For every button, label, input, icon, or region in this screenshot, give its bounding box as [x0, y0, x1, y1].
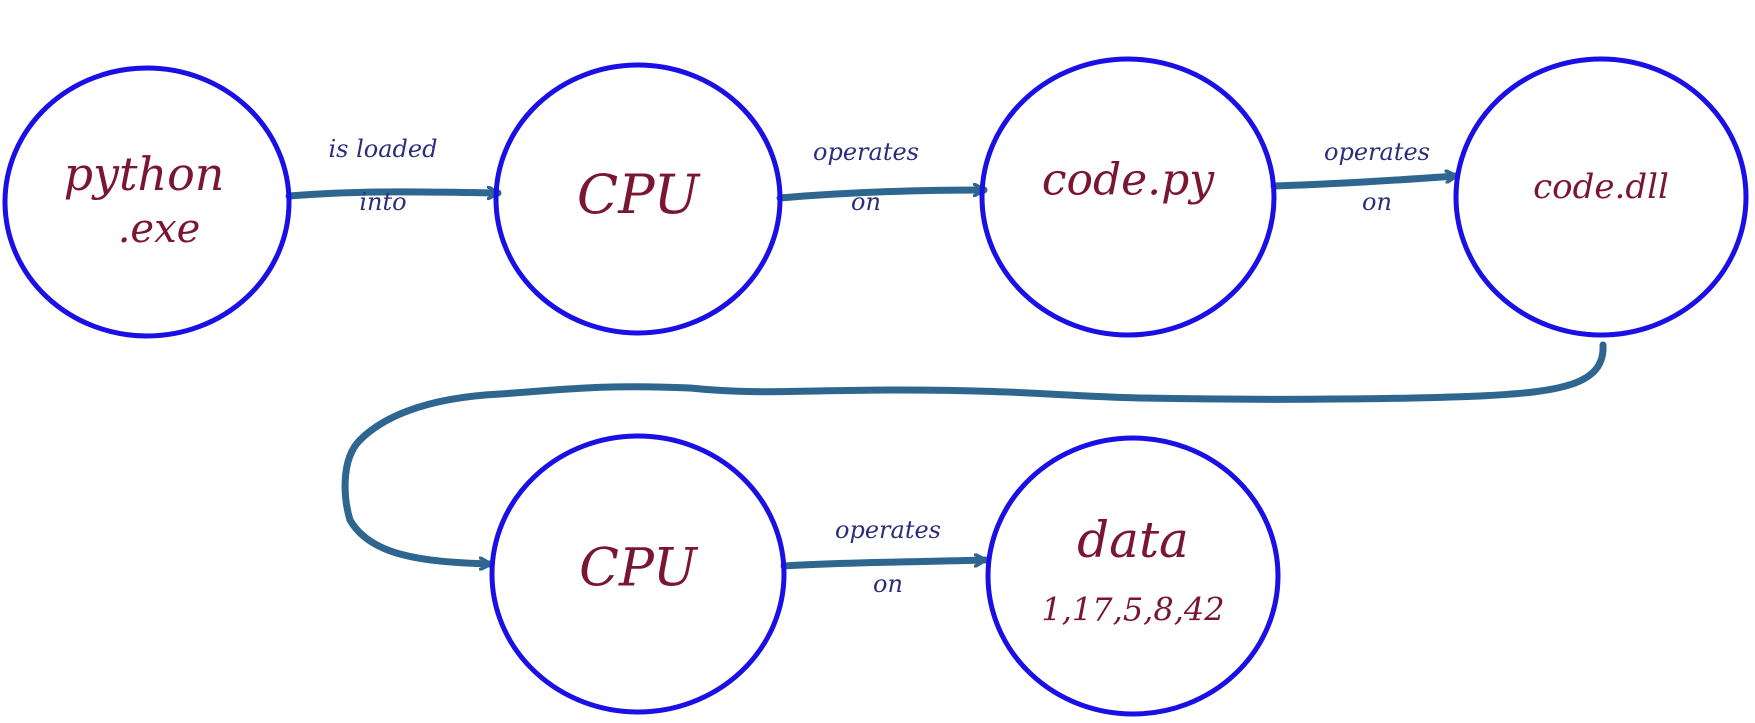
- edge-label: on: [873, 570, 903, 598]
- node-circle: [1453, 56, 1749, 338]
- edge-code-dll-to-cpu-2: [341, 341, 1607, 564]
- node-python-exe: python .exe: [2, 65, 292, 339]
- edges-layer: is loadedintooperatesonoperatesonoperate…: [285, 135, 1607, 598]
- node-label: CPU: [577, 163, 701, 226]
- node-label: data: [1077, 511, 1189, 569]
- node-label: .exe: [118, 206, 201, 252]
- edge-label: on: [1362, 188, 1392, 216]
- node-label: CPU: [579, 539, 699, 599]
- node-label: 1,17,5,8,42: [1041, 591, 1224, 629]
- node-circle: [489, 433, 787, 715]
- arrow-line: [780, 560, 989, 570]
- arrow-line: [776, 190, 988, 202]
- node-cpu-2: CPU: [489, 433, 787, 715]
- edge-python-exe-to-cpu-1: is loaded into: [285, 135, 502, 216]
- node-code-dll: code.dll: [1453, 56, 1749, 338]
- edge-code-py-to-code-dll: operates on: [1270, 138, 1460, 216]
- edge-label: into: [359, 188, 406, 216]
- edge-label: is loaded: [329, 135, 438, 163]
- node-cpu-1: CPU: [493, 62, 783, 336]
- node-circle: [2, 65, 292, 339]
- edge-label: operates: [835, 516, 941, 544]
- edge-cpu-2-to-data: operates on: [780, 516, 989, 598]
- node-label: python: [64, 147, 225, 201]
- node-circle: [493, 62, 783, 336]
- node-code-py: code.py: [979, 56, 1277, 338]
- arrow-line: [341, 341, 1607, 564]
- node-label: code.py: [1042, 155, 1215, 206]
- node-circle: [979, 56, 1277, 338]
- node-circle: [985, 435, 1281, 717]
- node-label: code.dll: [1533, 167, 1669, 207]
- node-data: data 1,17,5,8,42: [985, 435, 1281, 717]
- arrow-line: [1270, 176, 1460, 190]
- edge-cpu-1-to-code-py: operates on: [776, 138, 988, 216]
- arrow-line: [285, 192, 502, 196]
- edge-label: on: [851, 188, 881, 216]
- edge-label: operates: [1324, 138, 1430, 166]
- edge-label: operates: [813, 138, 919, 166]
